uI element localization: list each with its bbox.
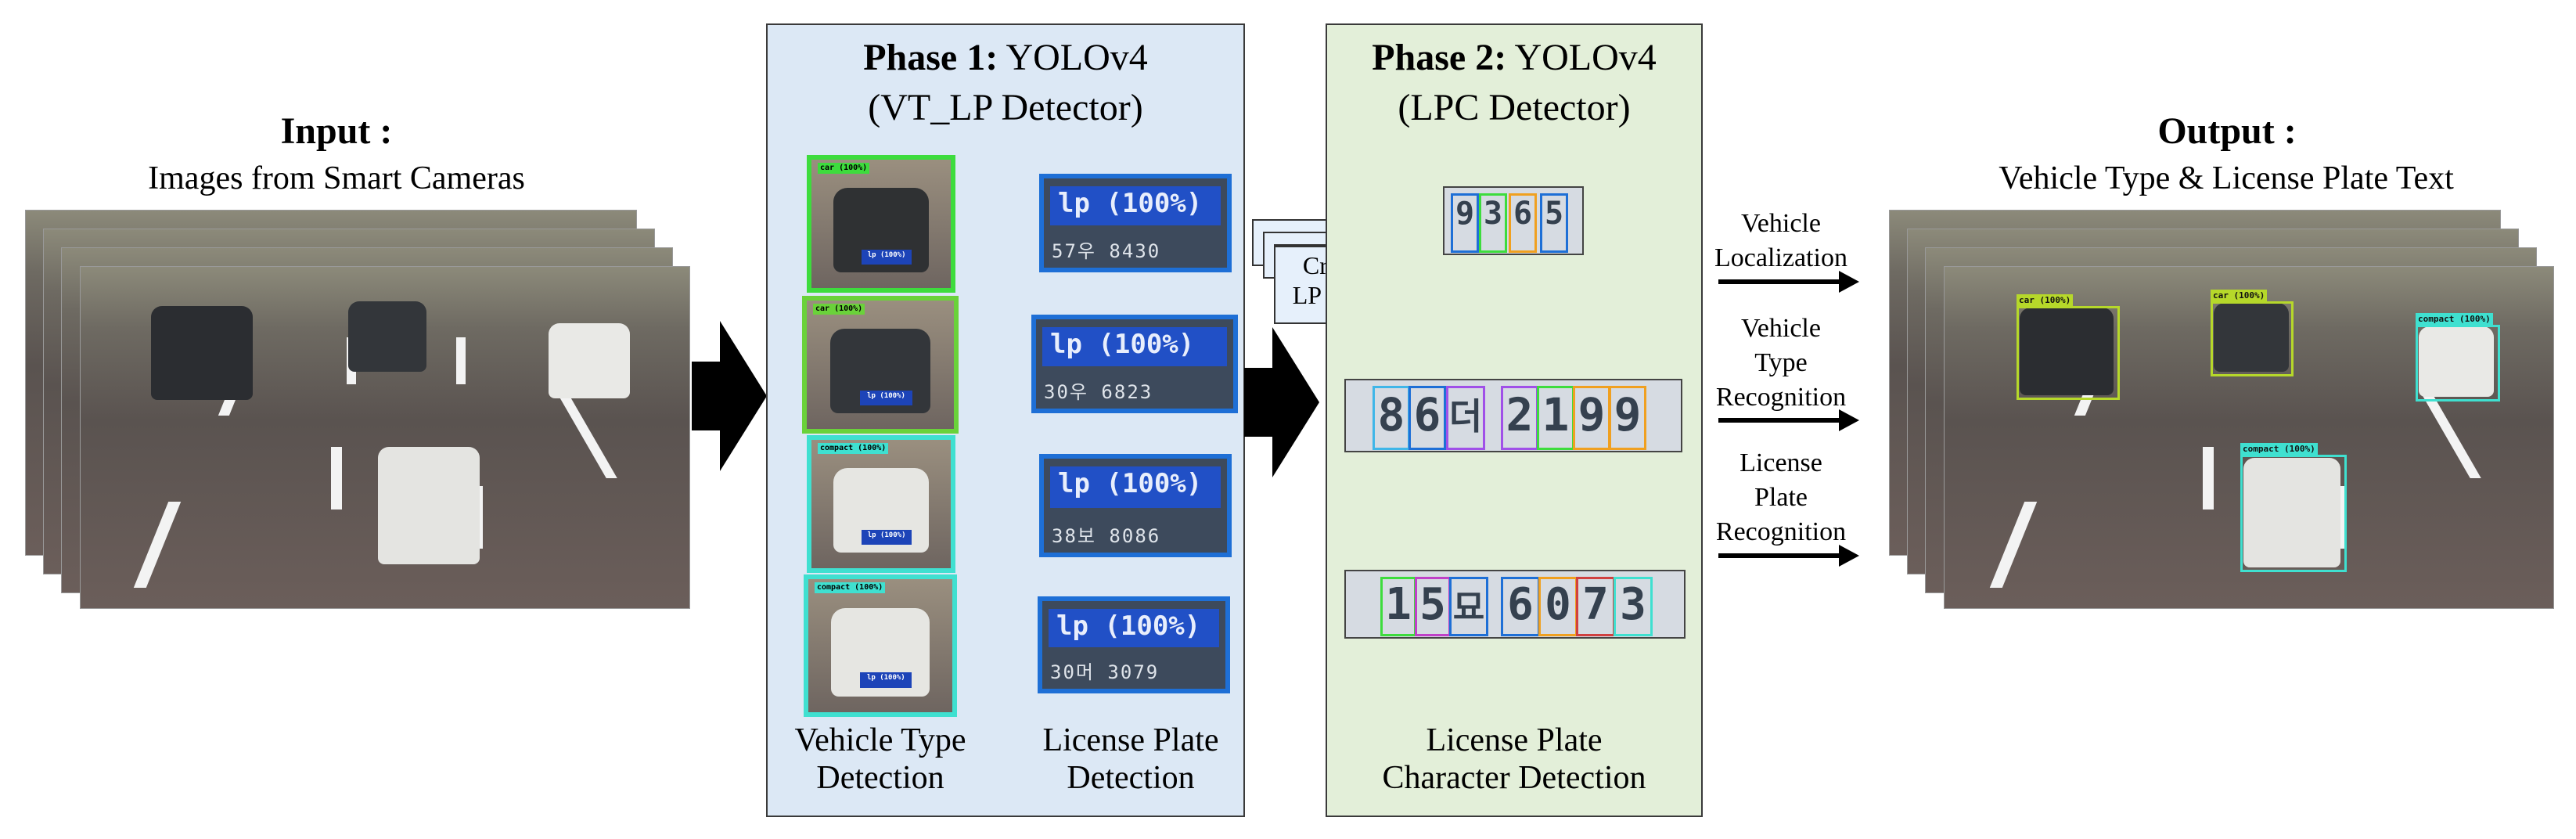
step-arrow-1-head [1839,271,1859,293]
output-title: Output : [2157,110,2297,152]
char-box: 묘 [1449,576,1488,637]
char-box: 6 [1409,386,1446,450]
char-box: 9 [1609,386,1646,450]
lp-crop-3: lp (100%) 38보 8086 [1039,454,1232,557]
output-bbox-car-1: car (100%) [2017,294,2120,400]
bbox-label: car (100%) [2017,294,2074,306]
vehicle-thumb-tag: car (100%) [818,163,870,174]
lp-label: lp (100%) [1049,609,1219,648]
vehicle-thumb-3: compact (100%) lp (100%) [807,435,955,573]
lp-crop-4: lp (100%) 30머 3079 [1038,596,1230,693]
char-box: 5 [1415,576,1451,637]
lp-number: 38보 8086 [1052,525,1161,547]
phase1-title: Phase 1: YOLOv4 [863,37,1148,78]
input-subtitle: Images from Smart Cameras [148,160,525,196]
lp-label: lp (100%) [1050,466,1221,508]
step-arrow-2 [1718,418,1840,423]
step-arrow-1 [1718,279,1840,284]
output-bbox-compact-1: compact (100%) [2416,313,2500,401]
bbox-label: compact (100%) [2240,443,2318,455]
lp-crop-1: lp (100%) 57우 8430 [1039,174,1232,272]
output-image: car (100%) car (100%) compact (100%) com… [1944,266,2554,609]
char-strip-small: 9 3 6 5 [1443,186,1584,255]
char-box: 7 [1576,576,1615,637]
phase2-subtitle: (LPC Detector) [1398,87,1631,128]
char-box: 2 [1501,386,1538,450]
bbox-label: compact (100%) [2416,313,2493,325]
car-compact-front [378,447,480,564]
step-arrow-2-head [1839,409,1859,431]
char-box: 9 [1573,386,1610,450]
car-sedan [348,301,426,372]
char-box: 3 [1479,193,1507,254]
char-box: 1 [1380,576,1416,637]
vehicle-thumb-1: car (100%) lp (100%) [807,155,955,293]
vehicle-thumb-lp: lp (100%) [860,672,912,689]
vehicle-thumb-lp: lp (100%) [862,249,912,265]
char-box: 6 [1509,193,1537,254]
char-strip-mid: 8 6 더 2 1 9 9 [1344,379,1682,452]
step-arrow-3 [1718,553,1840,558]
vehicle-thumb-tag: compact (100%) [818,443,889,454]
lp-label: lp (100%) [1042,327,1227,367]
step-arrow-3-head [1839,545,1859,567]
phase2-title: Phase 2: YOLOv4 [1372,37,1657,78]
car-suv [151,306,253,400]
lp-label: lp (100%) [1050,186,1221,226]
vehicle-thumb-tag: compact (100%) [815,582,886,593]
input-image [80,266,690,609]
output-bbox-car-2: car (100%) [2211,290,2294,376]
phase1-subtitle: (VT_LP Detector) [868,87,1143,128]
char-box: 0 [1538,576,1578,637]
char-strip-low: 1 5 묘 6 0 7 3 [1344,570,1686,639]
lp-number: 57우 8430 [1052,240,1161,262]
vehicle-thumb-lp: lp (100%) [862,529,912,546]
vehicle-thumb-lp: lp (100%) [859,390,913,406]
vehicle-thumb-4: compact (100%) lp (100%) [804,574,957,717]
char-box: 더 [1446,386,1485,450]
bbox-label: car (100%) [2211,290,2268,301]
char-box: 6 [1501,576,1540,637]
output-subtitle: Vehicle Type & License Plate Text [1999,160,2454,196]
char-box: 3 [1614,576,1653,637]
char-box: 1 [1537,386,1574,450]
char-box: 9 [1451,193,1479,254]
lp-number: 30우 6823 [1044,381,1153,403]
input-title: Input : [280,110,393,152]
char-box: 8 [1373,386,1410,450]
vehicle-thumb-tag: car (100%) [813,304,865,315]
lp-crop-2: lp (100%) 30우 6823 [1031,315,1238,413]
car-compact-white [549,323,630,398]
output-bbox-compact-2: compact (100%) [2240,443,2347,572]
vehicle-thumb-2: car (100%) lp (100%) [802,296,959,434]
lp-number: 30머 3079 [1050,661,1160,683]
char-box: 5 [1540,193,1568,254]
